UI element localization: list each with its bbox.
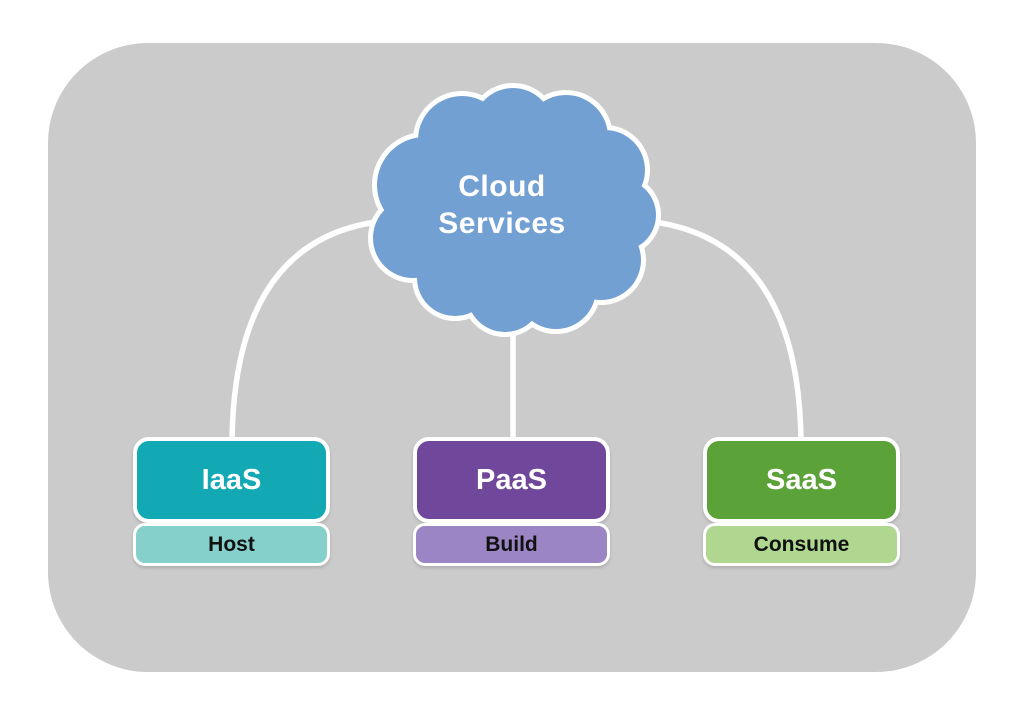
cloud-label: Cloud Services [372,168,632,242]
node-paas-subbox: Build [413,523,610,566]
node-saas-subbox: Consume [703,523,900,566]
node-iaas-sublabel: Host [208,532,255,556]
node-saas-label: SaaS [766,463,837,496]
node-paas-sublabel: Build [485,532,538,556]
node-saas-sublabel: Consume [753,532,850,556]
diagram-background-panel [48,43,976,672]
node-iaas-label: IaaS [201,463,262,496]
node-paas-label: PaaS [476,463,547,496]
node-iaas-box: IaaS [133,437,330,523]
cloud-label-line1: Cloud [458,170,546,203]
cloud-label-line2: Services [438,207,566,240]
node-iaas-subbox: Host [133,523,330,566]
node-iaas: IaaS Host [133,437,330,566]
node-saas-box: SaaS [703,437,900,523]
node-paas: PaaS Build [413,437,610,566]
node-paas-box: PaaS [413,437,610,523]
node-saas: SaaS Consume [703,437,900,566]
